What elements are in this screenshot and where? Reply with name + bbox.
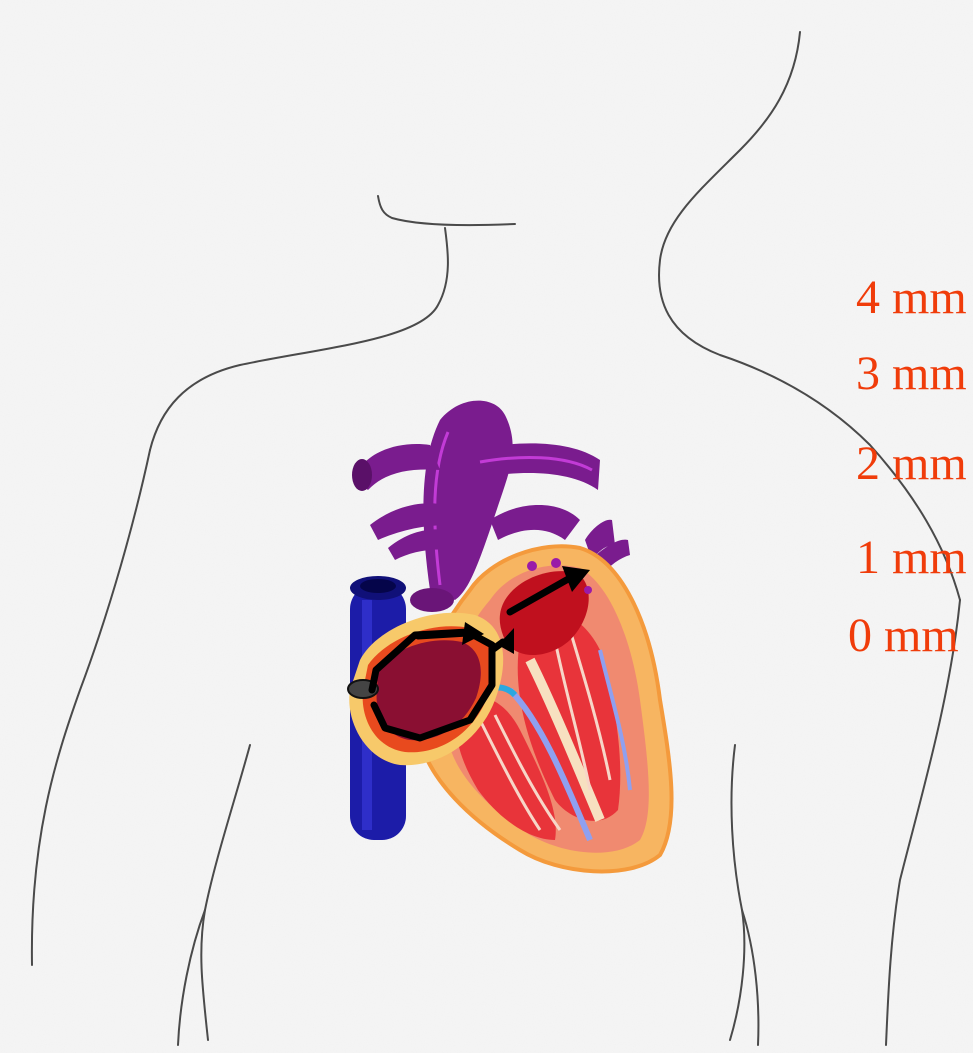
scale-label-4: 4 mm (856, 274, 967, 322)
scale-label-2: 2 mm (856, 440, 967, 488)
scale-label-0: 0 mm (848, 612, 959, 660)
scale-label-3: 3 mm (856, 350, 967, 398)
scale-label-1: 1 mm (856, 534, 967, 582)
